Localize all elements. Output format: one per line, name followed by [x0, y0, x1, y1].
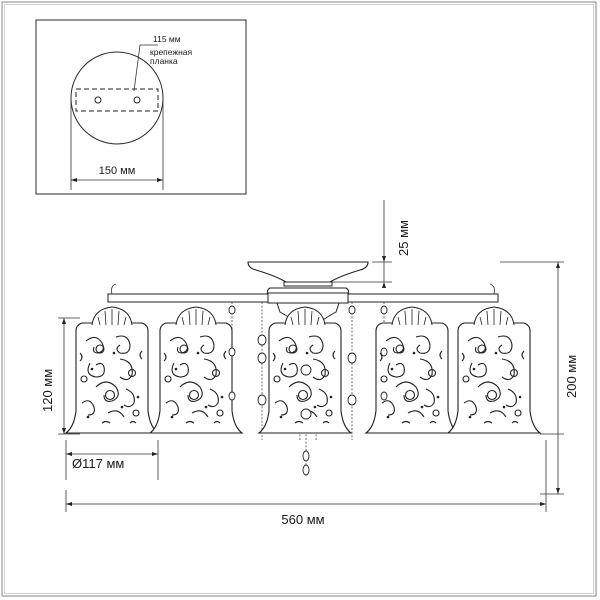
total-width-label: 560 мм — [281, 512, 324, 527]
bracket-label-line1: крепежная — [150, 47, 193, 57]
ceiling-canopy — [247, 261, 369, 283]
shade-1 — [65, 306, 159, 434]
dimension-lines — [58, 200, 564, 512]
shade-4 — [365, 306, 459, 434]
beads — [228, 305, 388, 476]
canopy-height-label: 25 мм — [396, 220, 411, 256]
total-height-label: 200 мм — [564, 355, 579, 398]
bracket-label-line2: планка — [150, 56, 178, 66]
shade-2 — [149, 306, 243, 434]
bracket-size-label: 115 мм — [153, 34, 181, 44]
shade-diameter-label: Ø117 мм — [72, 456, 124, 471]
shade-5 — [447, 306, 541, 434]
outer-frame-shadow — [4, 4, 594, 594]
chandelier — [107, 261, 499, 468]
mounting-bracket — [75, 88, 159, 112]
shade-height-label: 120 мм — [40, 369, 55, 412]
mount-detail — [35, 19, 247, 195]
canopy-diameter-label: 150 мм — [99, 165, 136, 177]
